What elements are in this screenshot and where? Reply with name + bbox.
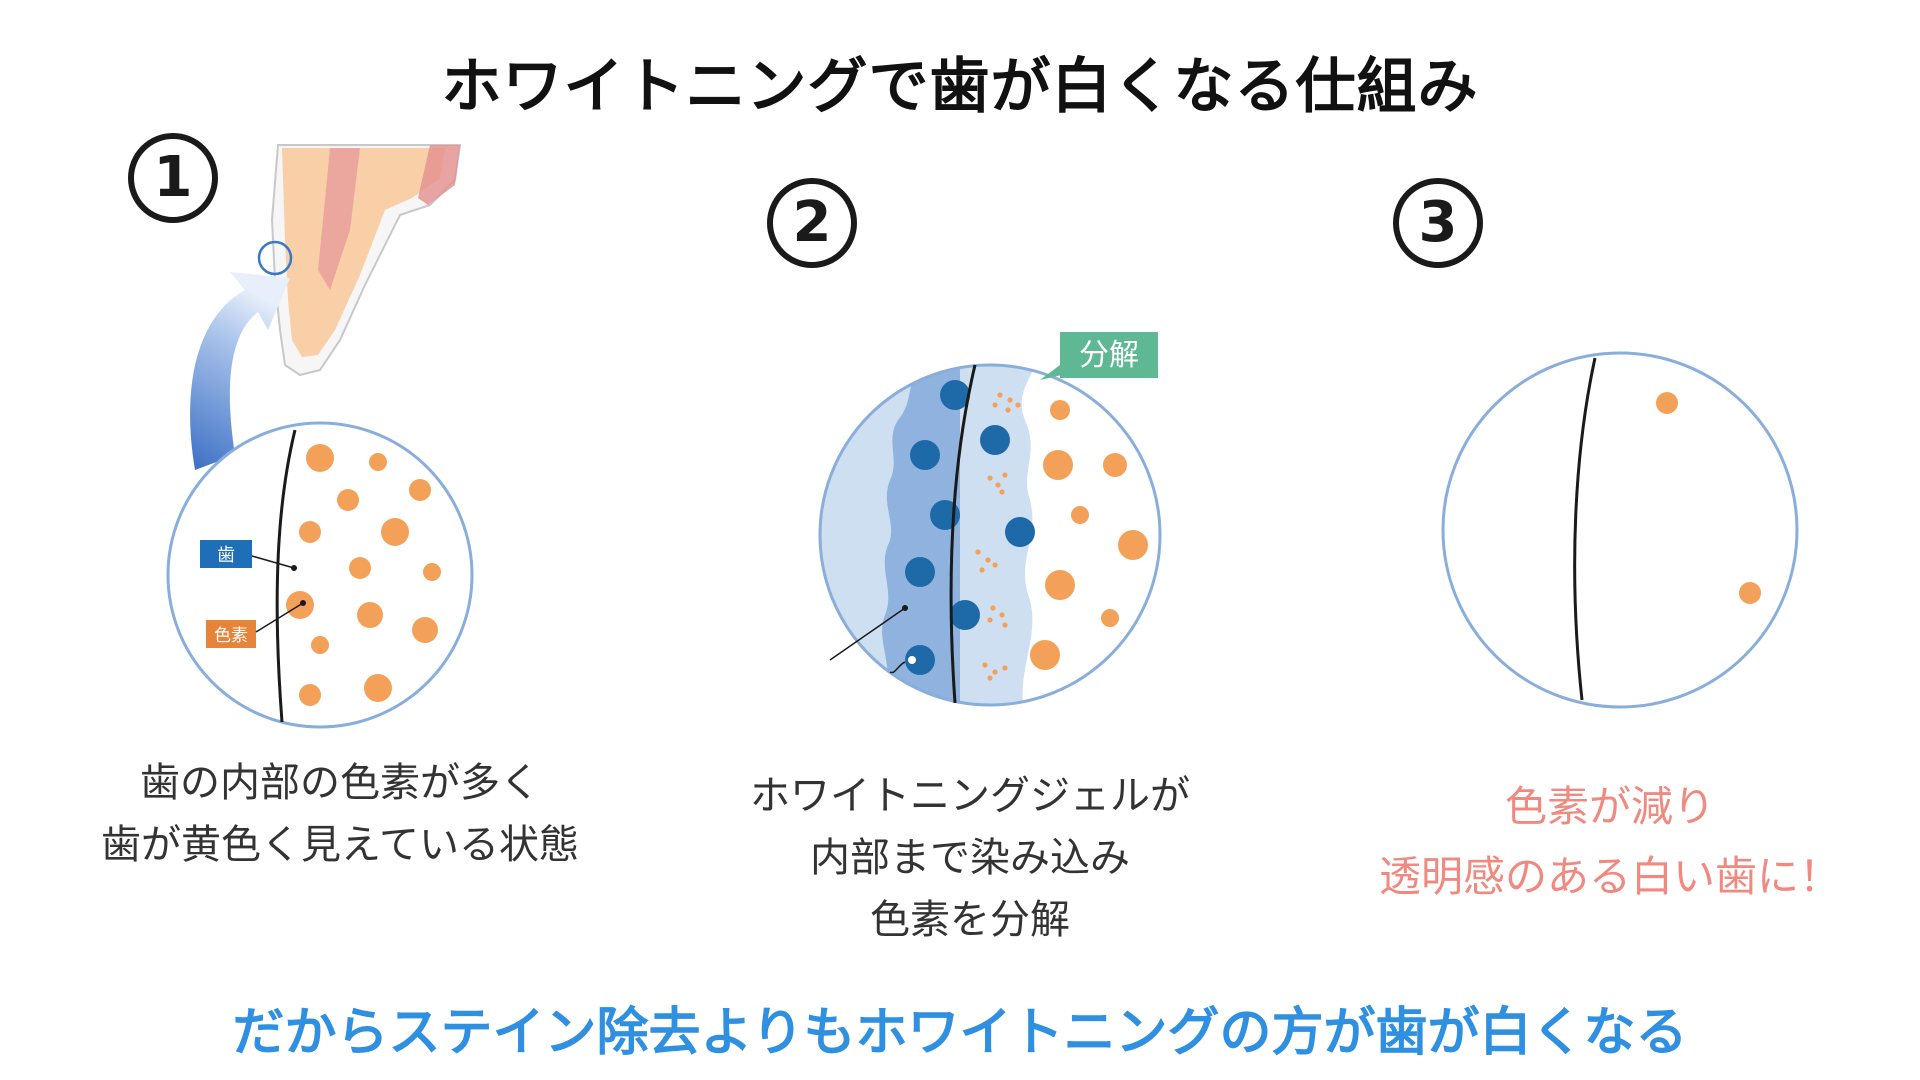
magnified-view-3 [1441,351,1799,709]
pigment-fragment [987,675,993,681]
pigment-dot [1118,530,1148,560]
pigment-fragment [992,402,998,408]
tooth-label-box [200,540,252,568]
pigment-dot [1101,609,1119,627]
pigment-fragment [987,617,993,623]
pigment-dot [423,563,441,581]
footer-conclusion: だからステイン除去よりもホワイトニングの方が歯が白くなる [232,1003,1688,1063]
gel-particles [905,380,1035,675]
pigment-dot [1739,582,1761,604]
pigment-fragment [1002,622,1008,628]
tooth-illustration [257,144,462,377]
step-3-caption: 色素が減り 透明感のある白い歯に！ [1378,782,1841,901]
pigment-dot [409,479,431,501]
pigment-fragment [992,669,998,675]
pigment-dot [1045,570,1075,600]
pigment-fragment [999,612,1005,618]
page-title: ホワイトニングで歯が白くなる仕組み [441,52,1479,122]
pigment-fragment [979,567,985,573]
pigment-fragment [1007,397,1013,403]
zoom-marker-icon [257,240,293,276]
decompose-label: 分解 [1079,338,1139,373]
pigment-fragment [999,489,1005,495]
pigment-fragment [987,475,993,481]
pigment-dot [311,636,329,654]
pigment-dot [381,518,409,546]
pigment-dot [349,557,371,579]
pigment-dot [1043,450,1073,480]
decompose-tag [1060,332,1158,378]
pigment-fragment [985,557,991,563]
gel-particle [910,440,940,470]
pigment-dot [1103,453,1127,477]
pigment-dot [1050,400,1070,420]
pigment-fragment [1002,472,1008,478]
magnified-view-1: 歯 色素 [166,421,474,729]
gel-particle [940,380,970,410]
magnified-view-2: 分解 [818,332,1162,707]
step-2-caption: ホワイトニングジェルが 内部まで染み込み 色素を分解 [750,773,1190,943]
pigment-dot [1656,392,1678,414]
pigment-fragment [997,392,1003,398]
pigment-fragment [990,605,996,611]
pigment-dot [299,684,321,706]
pigment-dot [1030,640,1060,670]
pigment-dot [306,444,334,472]
pigment-fragment [975,549,981,555]
gel-particle [1005,517,1035,547]
pigment-dots-1 [286,444,441,706]
gel-particle [980,425,1010,455]
step-number-3: 3 [1393,178,1483,268]
pigment-fragment [982,662,988,668]
pigment-dots-2 [975,392,1148,681]
step-number-2: 2 [767,178,857,268]
step-number-1: 1 [128,133,218,223]
pigment-dot [357,602,383,628]
pigment-fragment [1002,665,1008,671]
pigment-dot [299,521,321,543]
gel-particle [950,600,980,630]
pigment-dot [364,674,392,702]
pigment-label: 色素 [214,626,248,646]
tooth-label: 歯 [217,545,235,566]
pigment-dot [1071,506,1089,524]
pigment-dot [369,453,387,471]
pigment-fragment [1005,407,1011,413]
gel-particle [905,645,935,675]
pigment-label-box [206,620,256,648]
zoom-arrow-icon [190,272,290,470]
pigment-fragment [1015,402,1021,408]
step-1-caption: 歯の内部の色素が多く 歯が黄色く見えている状態 [101,760,579,868]
pigment-fragment [992,562,998,568]
pigment-dot [337,489,359,511]
gel-particle [905,557,935,587]
pigment-dot [412,617,438,643]
pigment-fragment [995,482,1001,488]
